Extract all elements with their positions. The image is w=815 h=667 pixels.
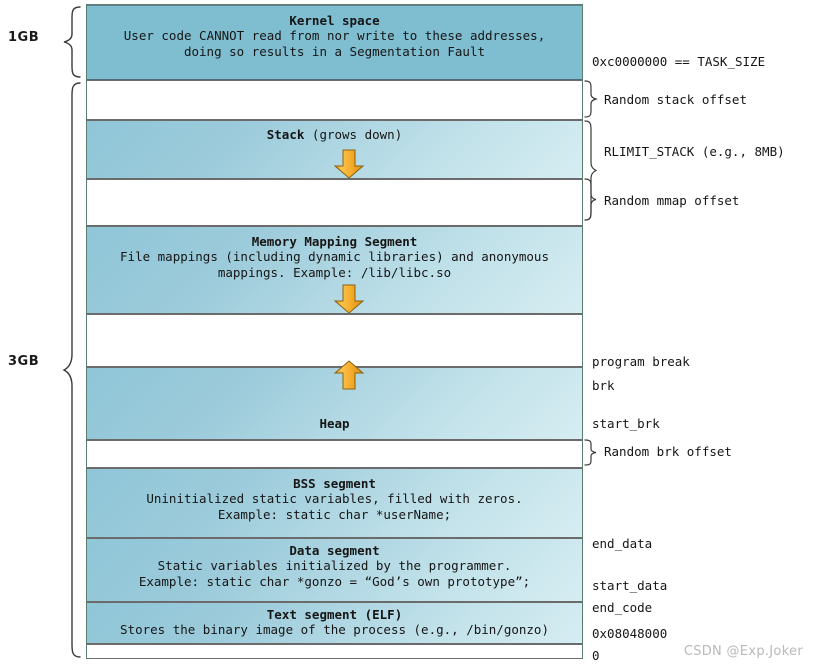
arrow-up-heap bbox=[332, 360, 366, 390]
block-gap-null-page bbox=[87, 644, 582, 659]
block-bss-segment: BSS segment Uninitialized static variabl… bbox=[87, 468, 582, 538]
annotation-start-brk: start_brk bbox=[592, 416, 660, 431]
brace-random-mmap-offset bbox=[583, 178, 599, 221]
block-title: Data segment bbox=[289, 543, 380, 558]
block-line: Example: static char *userName; bbox=[217, 507, 452, 522]
block-text-segment: Text segment (ELF) Stores the binary ima… bbox=[87, 602, 582, 644]
block-kernel-space: Kernel space User code CANNOT read from … bbox=[87, 5, 582, 80]
block-memory-mapping-segment: Memory Mapping Segment File mappings (in… bbox=[87, 226, 582, 314]
block-gap-random-mmap-offset bbox=[87, 179, 582, 226]
scale-label-3gb: 3GB bbox=[8, 354, 40, 369]
memory-column: Kernel space User code CANNOT read from … bbox=[86, 4, 583, 659]
block-line: User code CANNOT read from nor write to … bbox=[123, 28, 546, 43]
annotation-start-data: start_data bbox=[592, 578, 668, 593]
brace-random-stack-offset bbox=[583, 80, 599, 118]
block-line: File mappings (including dynamic librari… bbox=[120, 249, 549, 264]
annotation-task-size: 0xc0000000 == TASK_SIZE bbox=[592, 54, 766, 69]
block-gap-random-brk-offset bbox=[87, 440, 582, 468]
block-line: Example: static char *gonzo = “God’s own… bbox=[138, 574, 531, 589]
annotation-random-brk-offset: Random brk offset bbox=[604, 444, 732, 459]
arrow-down-mmap bbox=[332, 284, 366, 314]
arrow-down-stack bbox=[332, 149, 366, 179]
block-gap-unused bbox=[87, 314, 582, 367]
block-line: Static variables initialized by the prog… bbox=[157, 558, 512, 573]
brace-random-brk-offset bbox=[583, 439, 599, 466]
block-title: Memory Mapping Segment bbox=[251, 234, 418, 249]
block-title: Heap bbox=[319, 416, 350, 431]
annotation-end-code: end_code bbox=[592, 600, 653, 615]
block-line: mappings. Example: /lib/libc.so bbox=[217, 265, 452, 280]
annotation-random-mmap-offset: Random mmap offset bbox=[604, 193, 740, 208]
block-stack: Stack (grows down) bbox=[87, 120, 582, 179]
block-heap: Heap bbox=[87, 360, 582, 440]
block-title: Text segment (ELF) bbox=[266, 607, 403, 622]
block-title: BSS segment bbox=[293, 476, 376, 491]
block-title: Kernel space bbox=[289, 13, 380, 28]
annotation-brk: brk bbox=[592, 378, 615, 393]
csdn-watermark: CSDN @Exp.Joker bbox=[683, 644, 803, 659]
brace-1gb bbox=[52, 6, 82, 78]
brace-3gb bbox=[52, 82, 82, 659]
annotation-zero-address: 0 bbox=[592, 648, 600, 663]
annotation-program-break: program break bbox=[592, 354, 690, 369]
annotation-text-base-address: 0x08048000 bbox=[592, 626, 668, 641]
block-line: Stores the binary image of the process (… bbox=[120, 622, 549, 637]
block-title: Stack (grows down) bbox=[266, 127, 403, 142]
block-line: doing so results in a Segmentation Fault bbox=[183, 44, 486, 59]
scale-label-1gb: 1GB bbox=[8, 30, 40, 45]
block-line: Uninitialized static variables, filled w… bbox=[146, 491, 523, 506]
annotation-random-stack-offset: Random stack offset bbox=[604, 92, 747, 107]
block-data-segment: Data segment Static variables initialize… bbox=[87, 538, 582, 602]
block-gap-random-stack-offset bbox=[87, 80, 582, 120]
annotation-rlimit-stack: RLIMIT_STACK (e.g., 8MB) bbox=[604, 144, 785, 159]
annotation-end-data: end_data bbox=[592, 536, 653, 551]
